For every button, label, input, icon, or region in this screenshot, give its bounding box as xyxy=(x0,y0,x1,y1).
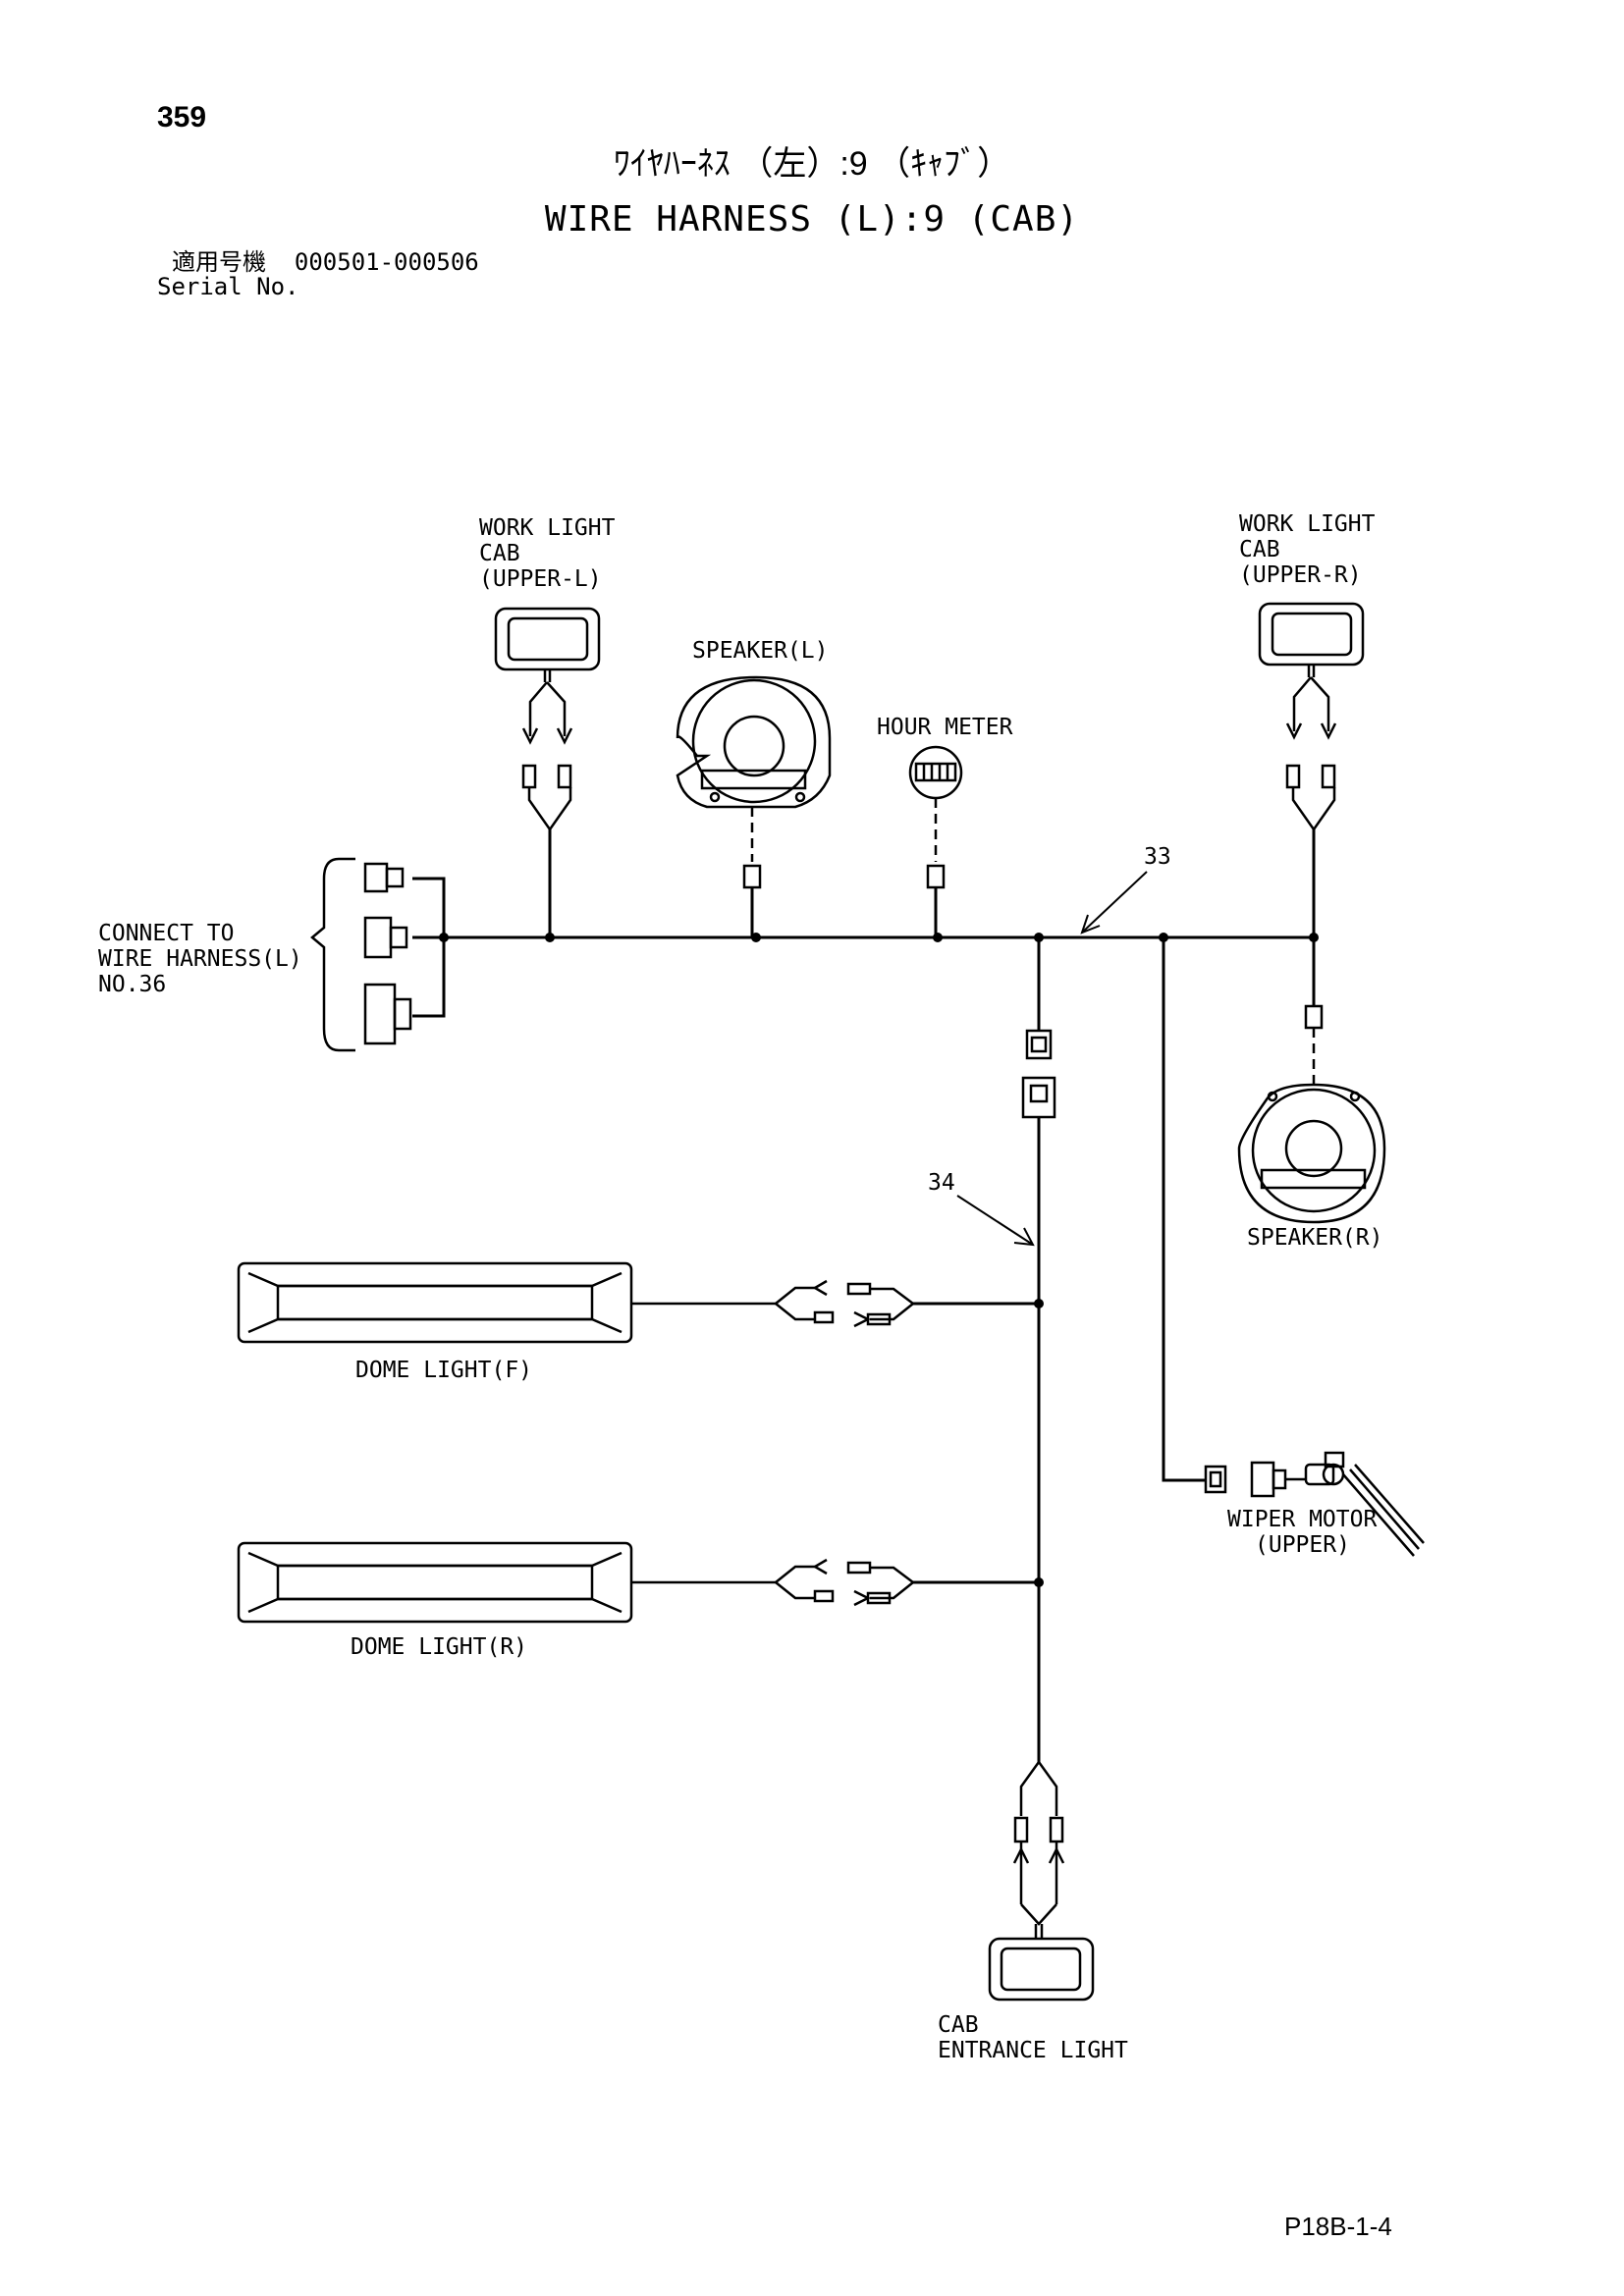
connect-to-line2: WIRE HARNESS(L) xyxy=(98,946,302,972)
work-light-l-line3: (UPPER-L) xyxy=(479,566,602,592)
speaker-l-label: SPEAKER(L) xyxy=(692,638,828,664)
callout-34-label: 34 xyxy=(928,1170,955,1196)
wiper-motor xyxy=(1204,1451,1425,1557)
work-light-r-line2: CAB xyxy=(1239,537,1280,562)
work-light-r-line3: (UPPER-R) xyxy=(1239,562,1362,588)
callout-33-label: 33 xyxy=(1144,844,1171,870)
speaker-r-label: SPEAKER(R) xyxy=(1247,1225,1382,1251)
title-english: WIRE HARNESS (L):9 (CAB) xyxy=(544,199,1080,240)
work-light-l-line2: CAB xyxy=(479,541,520,566)
dome-light-r-label: DOME LIGHT(R) xyxy=(351,1634,527,1660)
cab-entrance-line1: CAB xyxy=(938,2012,979,2038)
cab-entrance-light xyxy=(988,1761,1095,2002)
work-light-l-line1: WORK LIGHT xyxy=(479,515,616,541)
hour-meter-label: HOUR METER xyxy=(877,715,1013,740)
connect-to-line3: NO.36 xyxy=(98,972,166,997)
speaker-r xyxy=(1237,1004,1386,1224)
wiper-motor-line1: WIPER MOTOR xyxy=(1227,1507,1377,1532)
page-number: 359 xyxy=(157,101,207,133)
cab-entrance-line2: ENTRANCE LIGHT xyxy=(938,2038,1128,2063)
speaker-l xyxy=(676,675,832,937)
work-light-r-line1: WORK LIGHT xyxy=(1239,511,1376,537)
serial-line-japanese: 適用号機 000501-000506 xyxy=(172,248,479,276)
document-code: P18B-1-4 xyxy=(1284,2212,1392,2241)
dome-light-f-label: DOME LIGHT(F) xyxy=(355,1358,532,1383)
work-light-upper-r xyxy=(1258,602,1365,1006)
connect-to-line1: CONNECT TO xyxy=(98,921,234,946)
hour-meter xyxy=(908,745,963,937)
dome-light-r xyxy=(237,1541,1039,1624)
harness-34-connector xyxy=(1021,1029,1056,1119)
wiper-motor-line2: (UPPER) xyxy=(1255,1532,1350,1558)
dome-light-f xyxy=(237,1261,1039,1344)
junction-dots xyxy=(439,933,1319,1587)
serial-label-en: Serial No. xyxy=(157,273,299,300)
serial-label-jp: 適用号機 xyxy=(172,248,266,276)
wiper-branch xyxy=(1162,937,1206,1482)
title-japanese: ﾜｲﾔﾊｰﾈｽ （左）:9 （ｷｬﾌﾞ） xyxy=(613,145,1011,183)
connect-to-connectors xyxy=(310,857,412,1052)
work-light-upper-l xyxy=(494,607,601,937)
connector-bus xyxy=(412,877,446,1018)
brace xyxy=(310,857,355,1052)
callout-33 xyxy=(1080,871,1148,934)
serial-range: 000501-000506 xyxy=(294,248,479,276)
callout-34 xyxy=(956,1195,1035,1247)
